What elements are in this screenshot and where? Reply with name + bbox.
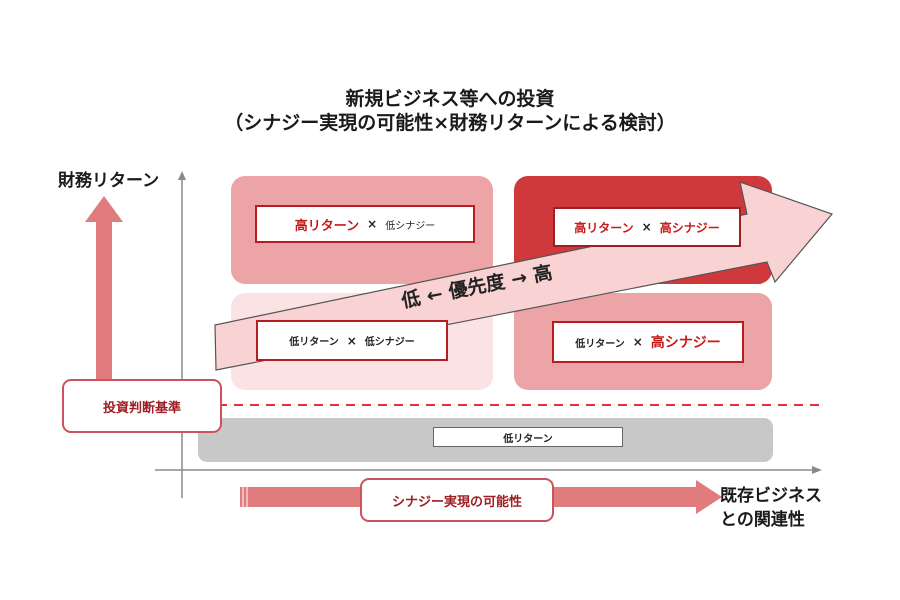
quadrant-tl-synergy: 低シナジー: [385, 220, 436, 232]
quadrant-br-return: 低リターン: [575, 338, 625, 350]
title-line-1: 新規ビジネス等への投資: [345, 88, 555, 110]
x-axis-arrowhead: [812, 466, 822, 474]
investment-criteria-label: 投資判断基準: [62, 379, 222, 433]
x-axis-label-line-1: 既存ビジネス: [720, 486, 822, 506]
y-axis-arrowhead: [178, 171, 186, 180]
quadrant-high-return-high-synergy: 高リターン × 高シナジー: [553, 207, 741, 247]
return-arrow-shaft: [96, 220, 112, 380]
quadrant-bl-return: 低リターン: [289, 337, 339, 348]
quadrant-high-return-low-synergy: 高リターン × 低シナジー: [255, 205, 475, 243]
quadrant-bl-sep: ×: [346, 333, 357, 348]
quadrant-br-synergy: 高シナジー: [650, 335, 721, 351]
x-axis-label-line-2: との関連性: [720, 510, 805, 530]
x-axis-label: 既存ビジネス との関連性: [720, 484, 822, 532]
y-axis-label: 財務リターン: [58, 171, 160, 191]
title-line-2: （シナジー実現の可能性×財務リターンによる検討）: [224, 112, 676, 134]
quadrant-tr-sep: ×: [641, 220, 652, 234]
quadrant-br-sep: ×: [632, 335, 643, 349]
return-arrow-head: [85, 196, 123, 222]
quadrant-tr-synergy: 高シナジー: [659, 220, 720, 235]
quadrant-low-return-low-synergy: 低リターン × 低シナジー: [256, 320, 448, 361]
quadrant-tl-return: 高リターン: [294, 218, 360, 234]
synergy-possibility-label: シナジー実現の可能性: [360, 478, 554, 522]
low-return-label: 低リターン: [433, 427, 623, 447]
quadrant-low-return-high-synergy: 低リターン × 高シナジー: [552, 321, 744, 363]
quadrant-tl-sep: ×: [367, 217, 378, 231]
quadrant-tr-return: 高リターン: [574, 220, 634, 235]
quadrant-bl-synergy: 低シナジー: [364, 337, 415, 348]
synergy-arrow-head: [696, 480, 722, 514]
